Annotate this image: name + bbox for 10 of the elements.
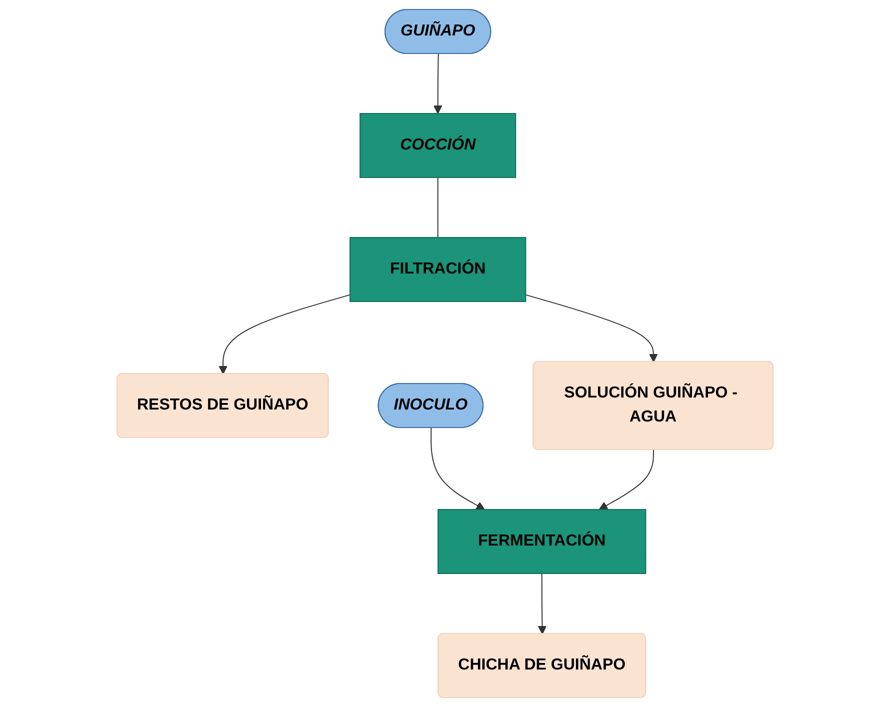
arrow xyxy=(526,294,658,362)
arrow xyxy=(434,54,443,114)
arrow xyxy=(538,573,548,634)
connector xyxy=(438,177,439,238)
arrow xyxy=(431,428,486,510)
arrow xyxy=(219,294,351,374)
arrow xyxy=(599,450,655,510)
node-box: COCCIÓN xyxy=(360,113,517,178)
node-box: FILTRACIÓN xyxy=(350,237,527,302)
node-box: FERMENTACIÓN xyxy=(438,509,647,574)
